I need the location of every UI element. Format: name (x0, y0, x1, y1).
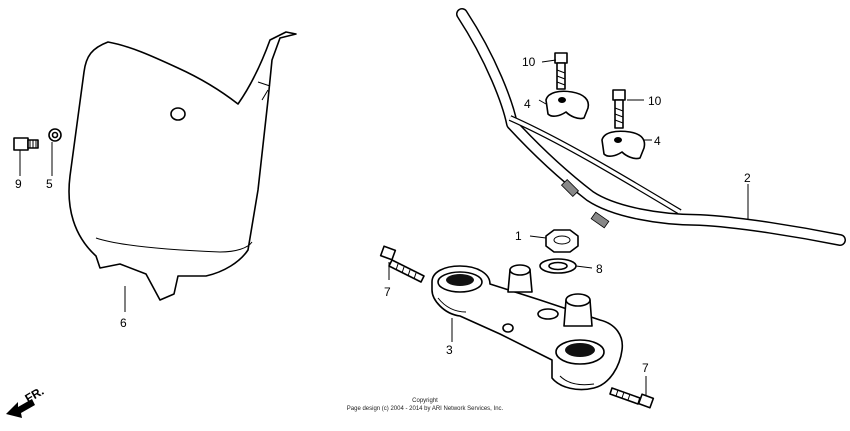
bolt-10-lower (612, 89, 626, 129)
callout-9: 9 (15, 177, 22, 191)
nut (545, 229, 579, 253)
handlebar (456, 8, 846, 246)
handlebar-holder-upper (545, 90, 590, 120)
front-direction-arrow: FR. (6, 384, 46, 418)
washer-5 (48, 128, 62, 142)
bolt-7-lower (609, 387, 655, 409)
callout-4-upper: 4 (524, 97, 531, 111)
handlebar-holder-lower (601, 130, 646, 160)
callout-5: 5 (46, 177, 53, 191)
callout-3: 3 (446, 343, 453, 357)
callout-8: 8 (596, 262, 603, 276)
callout-10-upper: 10 (522, 55, 536, 69)
callout-10-lower: 10 (648, 94, 662, 108)
bolt-10-upper (554, 52, 568, 90)
bolt-9 (13, 137, 39, 151)
copyright-line-2: Page design (c) 2004 - 2014 by ARI Netwo… (347, 406, 504, 412)
bolt-7-upper (379, 245, 425, 283)
callout-6: 6 (120, 316, 127, 330)
number-plate (68, 31, 297, 301)
callout-4-lower: 4 (654, 134, 661, 148)
callout-7-lower: 7 (642, 361, 649, 375)
top-bridge (431, 264, 624, 391)
copyright-line-1: Copyright (412, 398, 438, 404)
leader-lines (19, 59, 749, 396)
callout-2: 2 (744, 171, 751, 185)
callout-7-upper: 7 (384, 285, 391, 299)
copyright-notice: Copyright Page design (c) 2004 - 2014 by… (347, 398, 504, 412)
washer (539, 258, 577, 274)
front-label: FR. (23, 384, 47, 406)
callouts: 1 2 3 4 4 5 6 7 7 8 9 10 10 (15, 55, 751, 375)
callout-1: 1 (515, 229, 522, 243)
